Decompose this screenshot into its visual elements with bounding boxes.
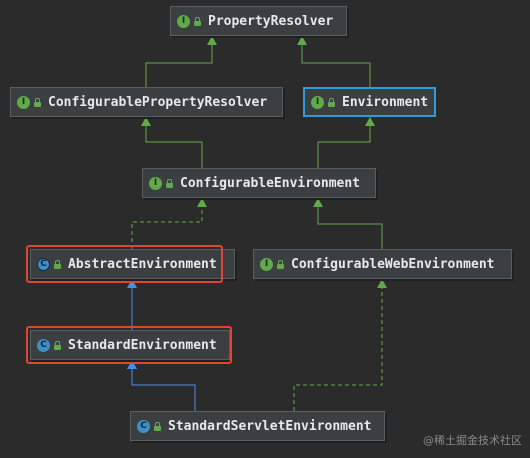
edge-env-to-pr-arrowhead xyxy=(297,36,307,45)
node-label: PropertyResolver xyxy=(208,13,334,29)
interface-icon: I xyxy=(149,176,162,190)
node-configurable-property-resolver[interactable]: I ConfigurablePropertyResolver xyxy=(10,87,283,117)
node-abstract-environment[interactable]: C AbstractEnvironment xyxy=(30,249,235,279)
lock-icon xyxy=(277,259,284,269)
edge-sse-to-cwe xyxy=(293,287,383,411)
edge-ce-to-env-arrowhead xyxy=(365,117,375,126)
lock-icon xyxy=(194,16,201,26)
edge-cwe-to-ce xyxy=(317,206,383,249)
lock-icon xyxy=(34,97,41,107)
node-standard-environment[interactable]: C StandardEnvironment xyxy=(30,330,230,360)
lock-icon xyxy=(54,340,61,350)
edge-ce-to-env xyxy=(317,125,371,168)
edge-cpr-to-pr xyxy=(145,44,213,87)
edge-se-to-ae-arrowhead xyxy=(127,279,137,288)
edge-env-to-pr xyxy=(301,44,371,87)
node-label: StandardServletEnvironment xyxy=(168,418,372,434)
lock-icon xyxy=(154,421,161,431)
interface-icon: I xyxy=(177,14,190,28)
edge-sse-to-se xyxy=(131,368,196,411)
watermark: @稀土掘金技术社区 xyxy=(423,434,522,447)
edge-ce-to-cpr-arrowhead xyxy=(141,117,151,126)
lock-icon xyxy=(54,259,61,269)
node-label: Environment xyxy=(342,94,429,110)
lock-icon xyxy=(166,178,173,188)
edge-cpr-to-pr-arrowhead xyxy=(207,36,217,45)
edge-sse-to-cwe-arrowhead xyxy=(377,279,387,288)
class-icon: C xyxy=(137,419,150,433)
edge-ae-to-ce xyxy=(131,206,203,249)
edge-ce-to-cpr xyxy=(145,125,203,168)
class-icon: C xyxy=(37,338,50,352)
edge-cwe-to-ce-arrowhead xyxy=(313,198,323,207)
node-label: AbstractEnvironment xyxy=(68,256,217,272)
node-environment[interactable]: I Environment xyxy=(303,87,436,117)
edge-ae-to-ce-arrowhead xyxy=(197,198,207,207)
edge-sse-to-se-arrowhead xyxy=(127,360,137,369)
node-label: ConfigurableWebEnvironment xyxy=(291,256,495,272)
node-configurable-web-environment[interactable]: I ConfigurableWebEnvironment xyxy=(253,249,512,279)
interface-icon: I xyxy=(311,95,324,109)
interface-icon: I xyxy=(17,95,30,109)
interface-icon: I xyxy=(260,257,273,271)
node-standard-servlet-environment[interactable]: C StandardServletEnvironment xyxy=(130,411,385,441)
node-label: StandardEnvironment xyxy=(68,337,217,353)
node-label: ConfigurableEnvironment xyxy=(180,175,361,191)
node-property-resolver[interactable]: I PropertyResolver xyxy=(170,6,347,36)
node-configurable-environment[interactable]: I ConfigurableEnvironment xyxy=(142,168,376,198)
abstract-class-icon: C xyxy=(37,257,50,271)
lock-icon xyxy=(328,97,335,107)
node-label: ConfigurablePropertyResolver xyxy=(48,94,268,110)
